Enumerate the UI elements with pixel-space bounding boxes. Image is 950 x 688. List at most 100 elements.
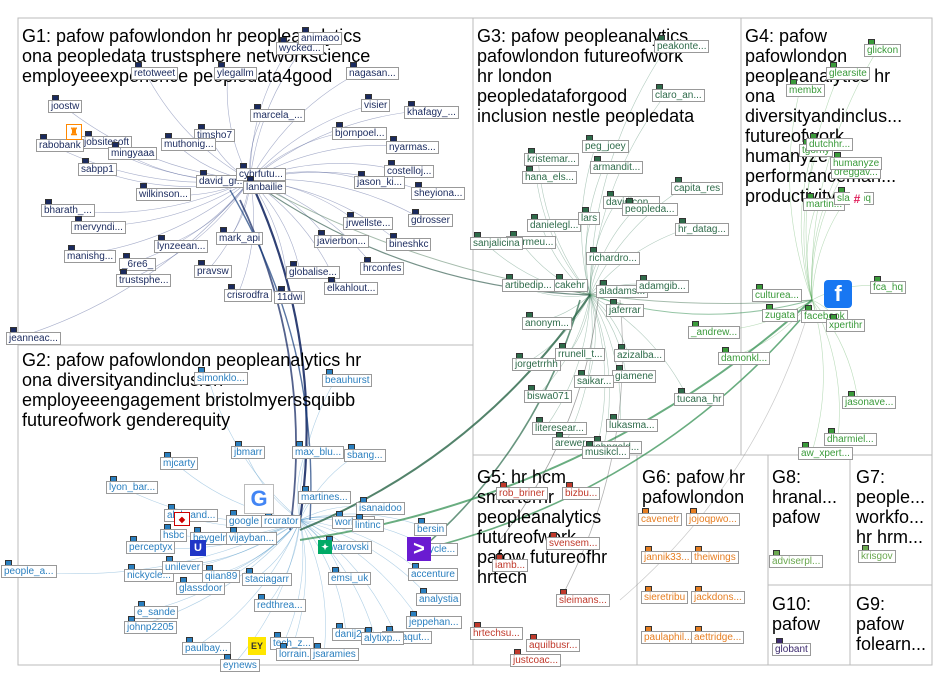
node-label-g6[interactable]: jannik33... bbox=[641, 551, 693, 564]
node-label-g2[interactable]: perceptyx bbox=[126, 541, 176, 554]
node-label-g4[interactable]: glickon bbox=[864, 44, 902, 57]
node-label-g1[interactable]: jeanneac... bbox=[6, 332, 61, 345]
node-label-g3[interactable]: danielegl... bbox=[527, 219, 582, 232]
node-label-g4[interactable]: xpertihr bbox=[826, 319, 866, 332]
node-label-g6[interactable]: aettridge... bbox=[691, 631, 745, 644]
node-label-g4[interactable]: _andrew... bbox=[688, 326, 741, 339]
node-label-g4[interactable]: aw_xpert... bbox=[798, 447, 853, 460]
node-label-g2[interactable]: nickycle... bbox=[124, 569, 174, 582]
node-label-g3[interactable]: hr_datag... bbox=[675, 223, 729, 236]
node-label-g3[interactable]: armandit... bbox=[590, 161, 644, 174]
node-label-g3[interactable]: richardro... bbox=[586, 252, 640, 265]
node-label-g4[interactable]: dutchhr... bbox=[806, 138, 854, 151]
node-label-g1[interactable]: jason_ki... bbox=[354, 176, 406, 189]
node-label-g4[interactable]: culturea... bbox=[752, 289, 802, 302]
node-label-g3[interactable]: capita_res bbox=[671, 182, 724, 195]
node-label-g1[interactable]: 11dwi bbox=[274, 291, 306, 304]
node-label-g2[interactable]: sbang... bbox=[344, 449, 386, 462]
node-label-g1[interactable]: lynzeean... bbox=[154, 240, 209, 253]
node-label-g10[interactable]: globant bbox=[772, 643, 811, 656]
node-label-g8[interactable]: adviserpl... bbox=[769, 555, 824, 568]
node-label-g3[interactable]: sanjalicina bbox=[470, 237, 523, 250]
node-label-g5[interactable]: iamb... bbox=[492, 559, 529, 572]
node-label-g1[interactable]: animaoo bbox=[298, 32, 343, 45]
node-label-g1[interactable]: khafagy_... bbox=[404, 106, 459, 119]
node-label-g3[interactable]: tucana_hr bbox=[674, 393, 725, 406]
node-label-g1[interactable]: costelloj... bbox=[384, 165, 435, 178]
node-label-g1[interactable]: crisrodfra bbox=[224, 289, 272, 302]
node-label-g1[interactable]: rabobank bbox=[36, 139, 84, 152]
node-label-g1[interactable]: javierbon... bbox=[314, 235, 369, 248]
node-label-g1[interactable]: hrconfes bbox=[360, 262, 405, 275]
node-label-g3[interactable]: peopleda... bbox=[622, 203, 678, 216]
node-label-g1[interactable]: ylegallm bbox=[214, 67, 257, 80]
node-label-g4[interactable]: dharmiel... bbox=[824, 433, 877, 446]
node-label-g5[interactable]: justcoac... bbox=[510, 654, 562, 667]
node-label-g2[interactable]: paulbay... bbox=[182, 642, 231, 655]
node-label-g2[interactable]: jbmarr bbox=[231, 446, 266, 459]
node-label-g2[interactable]: jeppehan... bbox=[406, 616, 462, 629]
node-label-g1[interactable]: trustsphe... bbox=[116, 274, 172, 287]
node-label-g3[interactable]: hana_els... bbox=[522, 171, 577, 184]
node-label-g1[interactable]: manishg... bbox=[64, 250, 117, 263]
node-label-g2[interactable]: simonklo... bbox=[194, 372, 248, 385]
node-label-g2[interactable]: isanaidoo bbox=[356, 502, 405, 515]
node-label-g4[interactable]: damonkl... bbox=[718, 352, 771, 365]
node-label-g2[interactable]: analystia bbox=[416, 593, 462, 606]
node-label-g2[interactable]: e_sande bbox=[134, 606, 179, 619]
node-label-g4[interactable]: zugata bbox=[762, 309, 799, 322]
node-label-g1[interactable]: bineshkc bbox=[386, 238, 432, 251]
node-label-g5[interactable]: aquilbusr... bbox=[526, 639, 581, 652]
node-label-g4[interactable]: glearsite bbox=[826, 67, 870, 80]
node-label-g3[interactable]: biswa071 bbox=[524, 390, 573, 403]
node-label-g1[interactable]: elkahlout... bbox=[324, 282, 379, 295]
node-label-g3[interactable]: anonym... bbox=[522, 317, 572, 330]
node-label-g1[interactable]: nagasan... bbox=[346, 67, 399, 80]
node-label-g2[interactable]: martines... bbox=[298, 491, 351, 504]
node-label-g3[interactable]: musikcl... bbox=[582, 446, 630, 459]
node-label-g5[interactable]: rob_briner bbox=[496, 487, 548, 500]
node-label-g1[interactable]: visier bbox=[361, 99, 391, 112]
node-label-g2[interactable]: unilever bbox=[162, 561, 204, 574]
node-label-g1[interactable]: nyarmas... bbox=[386, 141, 439, 154]
node-label-g2[interactable]: redthrea... bbox=[254, 599, 306, 612]
node-label-g4[interactable]: fca_hq bbox=[870, 281, 907, 294]
node-label-g6[interactable]: theiwings bbox=[691, 551, 739, 564]
node-label-g6[interactable]: jackdons... bbox=[691, 591, 745, 604]
node-label-g4[interactable]: membx bbox=[786, 84, 825, 97]
node-label-g1[interactable]: mingyaaa bbox=[108, 147, 158, 160]
node-label-g1[interactable]: retotweet bbox=[131, 67, 179, 80]
node-label-g3[interactable]: saikar... bbox=[574, 375, 615, 388]
node-label-g1[interactable]: mark_api bbox=[216, 232, 264, 245]
node-label-g2[interactable]: beauhurst bbox=[322, 374, 373, 387]
node-label-g3[interactable]: jorgetrrhh bbox=[512, 358, 561, 371]
node-label-g1[interactable]: bjornpoel... bbox=[332, 127, 388, 140]
node-label-g1[interactable]: muthonig... bbox=[161, 138, 217, 151]
node-label-g3[interactable]: giamene bbox=[612, 370, 657, 383]
node-label-g3[interactable]: jaferrar bbox=[606, 304, 644, 317]
node-label-g2[interactable]: bersin bbox=[414, 523, 448, 536]
node-label-g2[interactable]: emsi_uk bbox=[328, 572, 372, 585]
node-label-g1[interactable]: cybrfutu... bbox=[236, 168, 286, 181]
node-label-g1[interactable]: sabpp1 bbox=[78, 163, 117, 176]
node-label-g2[interactable]: jsaramies bbox=[310, 648, 359, 661]
node-label-g3[interactable]: lukasma... bbox=[606, 419, 658, 432]
node-label-g2[interactable]: danij2 bbox=[332, 628, 365, 641]
node-label-g3[interactable]: rrunell_t... bbox=[555, 348, 606, 361]
node-label-g3[interactable]: kristemar... bbox=[524, 153, 579, 166]
node-label-g2[interactable]: rcurator bbox=[261, 515, 302, 528]
node-label-g3[interactable]: claro_an... bbox=[652, 89, 705, 102]
node-label-g1[interactable]: jrwellste... bbox=[343, 217, 394, 230]
node-label-g5[interactable]: svensem... bbox=[546, 537, 601, 550]
node-label-g2[interactable]: max_blu... bbox=[292, 446, 345, 459]
node-label-g2[interactable]: people_a... bbox=[1, 565, 57, 578]
node-label-g1[interactable]: gdrosser bbox=[408, 214, 453, 227]
node-label-g6[interactable]: paulaphil... bbox=[641, 631, 696, 644]
node-label-g2[interactable]: lorrain... bbox=[276, 648, 319, 661]
node-label-g6[interactable]: cavenetr bbox=[638, 513, 683, 526]
node-label-g6[interactable]: jojoqpwo... bbox=[686, 513, 740, 526]
node-label-g6[interactable]: sieretribu bbox=[641, 591, 689, 604]
node-label-g3[interactable]: adamgib... bbox=[636, 280, 689, 293]
node-label-g1[interactable]: lanbailie bbox=[243, 181, 286, 194]
node-label-g2[interactable]: eynews bbox=[220, 659, 260, 672]
